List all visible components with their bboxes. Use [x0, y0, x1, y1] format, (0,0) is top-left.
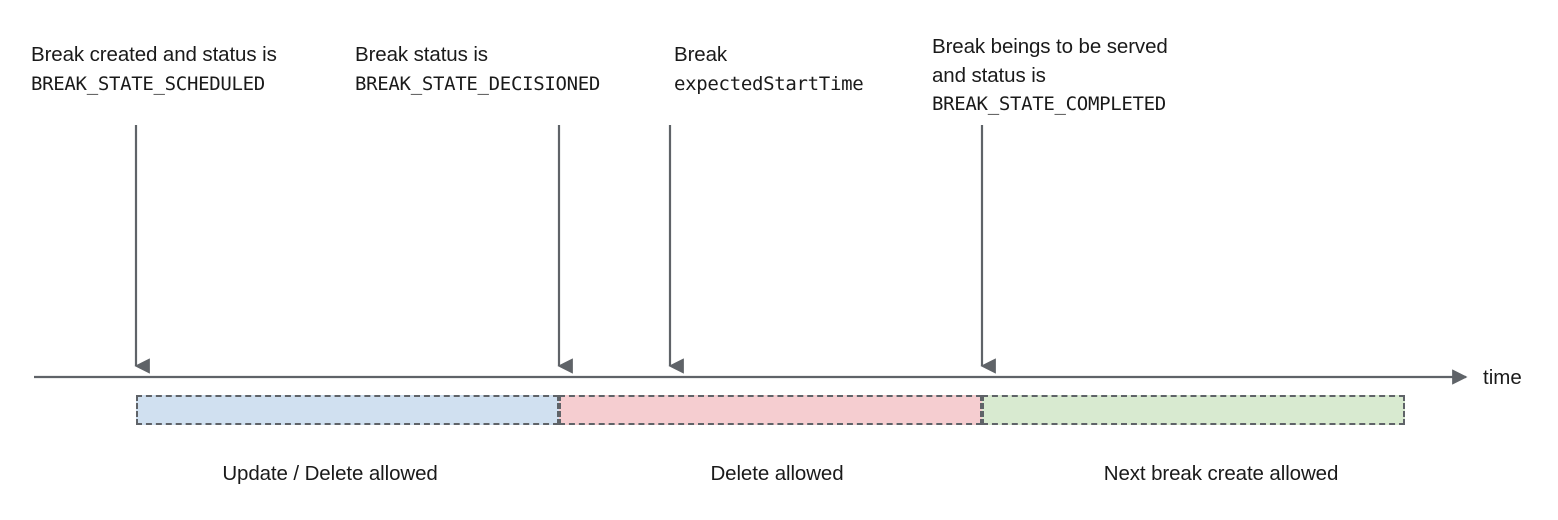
annotation-line: and status is	[932, 63, 1046, 87]
phase-caption-next-break-create-allowed: Next break create allowed	[1103, 462, 1339, 485]
annotation-break-served-completed: Break beings to be served and status is …	[932, 33, 1168, 119]
annotation-break-decisioned: Break status is BREAK_STATE_DECISIONED	[355, 41, 600, 98]
annotation-line-code: expectedStartTime	[674, 72, 864, 95]
annotation-line-code: BREAK_STATE_SCHEDULED	[31, 72, 265, 95]
annotation-line: Break created and status is	[31, 43, 277, 66]
annotation-line: Break	[674, 43, 728, 66]
annotation-line-code: BREAK_STATE_DECISIONED	[355, 72, 601, 95]
time-axis-label: time	[1483, 366, 1522, 389]
phase-divider	[982, 395, 984, 425]
annotation-break-expected-start-time: Break expectedStartTime	[674, 41, 864, 98]
annotation-line: Break beings to be served	[932, 35, 1168, 58]
phase-bar-delete-allowed	[559, 395, 982, 425]
phase-divider	[559, 395, 561, 425]
phase-bar-update-delete-allowed	[136, 395, 559, 425]
annotation-line-code: BREAK_STATE_COMPLETED	[932, 93, 1166, 115]
phase-bar-next-break-create-allowed	[982, 395, 1405, 425]
phase-caption-delete-allowed: Delete allowed	[710, 462, 844, 485]
phase-caption-update-delete-allowed: Update / Delete allowed	[222, 462, 438, 485]
annotation-pointer-arrows	[134, 125, 996, 374]
annotation-line: Break status is	[355, 43, 488, 66]
annotation-break-created-scheduled: Break created and status is BREAK_STATE_…	[31, 41, 277, 98]
